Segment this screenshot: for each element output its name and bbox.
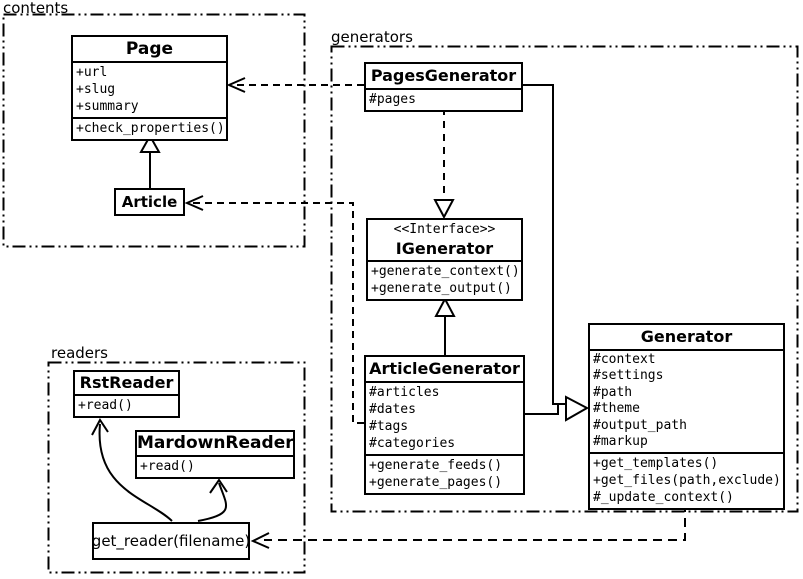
getreader-label: get_reader(filename) <box>91 532 251 550</box>
dependency-generator-to-getreader-arrowhead <box>250 532 270 549</box>
method: +generate_feeds() <box>369 458 503 473</box>
class-mardownreader-methods: +read() <box>137 455 293 477</box>
dependency-generator-to-getreader-line <box>264 503 686 541</box>
generators-package-border <box>330 45 799 513</box>
attribute: #categories <box>369 436 456 451</box>
class-pagesgenerator-title: PagesGenerator <box>370 66 517 85</box>
attribute: +summary <box>76 99 139 114</box>
method: +generate_context() <box>371 264 520 279</box>
attribute: +url <box>76 65 108 80</box>
class-rstreader-methods: +read() <box>75 394 178 416</box>
method: +get_templates() <box>593 456 719 472</box>
attribute: #context <box>593 352 656 367</box>
arrow-getreader-to-mardownreader-arrowhead <box>209 478 228 494</box>
method: +read() <box>78 398 133 413</box>
method: +check_properties() <box>76 121 225 136</box>
inheritance-articlegenerator-to-igenerator-triangle <box>434 296 456 317</box>
class-generator-attributes: #context #settings #path #theme #output_… <box>590 349 783 452</box>
class-igenerator-stereotype: <<Interface>> <box>393 222 496 237</box>
attribute: #path <box>593 384 633 400</box>
attribute: #dates <box>369 402 416 417</box>
class-pagesgenerator: PagesGenerator #pages <box>364 62 523 112</box>
dependency-pagesgenerator-to-page-arrowhead <box>226 77 246 93</box>
class-igenerator-methods: +generate_context() +generate_output() <box>368 260 521 299</box>
attribute: #theme <box>593 401 640 417</box>
arrow-getreader-to-rstreader-curve <box>98 423 173 522</box>
inheritance-articlegenerator-to-generator-line <box>525 404 559 415</box>
arrow-getreader-to-rstreader-arrowhead <box>91 418 109 436</box>
realization-pagesgenerator-to-igenerator-triangle <box>433 199 455 220</box>
attribute: #settings <box>593 368 664 384</box>
attribute: #markup <box>593 434 648 450</box>
class-generator-methods: +get_templates() +get_files(path,exclude… <box>590 452 783 508</box>
method: +generate_output() <box>371 281 512 296</box>
class-article: Article <box>114 188 185 216</box>
readers-package-label: readers <box>51 344 108 362</box>
attribute: #articles <box>369 385 440 400</box>
class-rstreader: RstReader +read() <box>73 370 180 418</box>
class-page-attributes: +url +slug +summary <box>73 61 226 117</box>
contents-package-border <box>2 13 306 248</box>
attribute: #output_path <box>593 417 687 433</box>
class-generator-title: Generator <box>640 327 733 346</box>
contents-package-label: contents <box>3 0 69 17</box>
inheritance-to-generator-triangle <box>565 395 590 422</box>
class-pagesgenerator-attributes: #pages <box>366 88 521 110</box>
class-page-title: Page <box>125 39 174 59</box>
class-page-methods: +check_properties() <box>73 117 226 139</box>
class-igenerator: <<Interface>> IGenerator +generate_conte… <box>366 218 523 301</box>
class-articlegenerator: ArticleGenerator #articles #dates #tags … <box>364 355 525 495</box>
dependency-articlegenerator-to-article-arrowhead <box>184 195 204 211</box>
attribute: +slug <box>76 82 116 97</box>
dependency-articlegenerator-to-article-line <box>192 202 364 424</box>
class-articlegenerator-methods: +generate_feeds() +generate_pages() <box>366 454 523 493</box>
class-articlegenerator-attributes: #articles #dates #tags #categories <box>366 381 523 454</box>
inheritance-article-to-page-triangle <box>139 133 161 153</box>
inheritance-pagesgenerator-to-generator-line <box>523 84 566 405</box>
arrow-getreader-to-mardownreader-curve <box>197 482 228 522</box>
attribute: #pages <box>369 92 416 107</box>
class-article-title: Article <box>121 193 178 211</box>
class-page: Page +url +slug +summary +check_properti… <box>71 35 228 141</box>
class-mardownreader: MardownReader +read() <box>135 430 295 479</box>
class-generator: Generator #context #settings #path #them… <box>588 323 785 511</box>
method: +generate_pages() <box>369 475 503 490</box>
class-mardownreader-title: MardownReader <box>137 433 294 453</box>
class-igenerator-header: <<Interface>> IGenerator <box>368 220 521 260</box>
method: #_update_context() <box>593 490 734 506</box>
method: +get_files(path,exclude) <box>593 473 781 489</box>
class-articlegenerator-title: ArticleGenerator <box>369 359 520 378</box>
method: +read() <box>140 459 195 474</box>
readers-package-border <box>47 361 306 574</box>
attribute: #tags <box>369 419 409 434</box>
class-rstreader-title: RstReader <box>79 373 174 392</box>
class-igenerator-title: IGenerator <box>395 239 494 258</box>
getreader-box: get_reader(filename) <box>92 522 250 560</box>
generators-package-label: generators <box>331 28 413 46</box>
